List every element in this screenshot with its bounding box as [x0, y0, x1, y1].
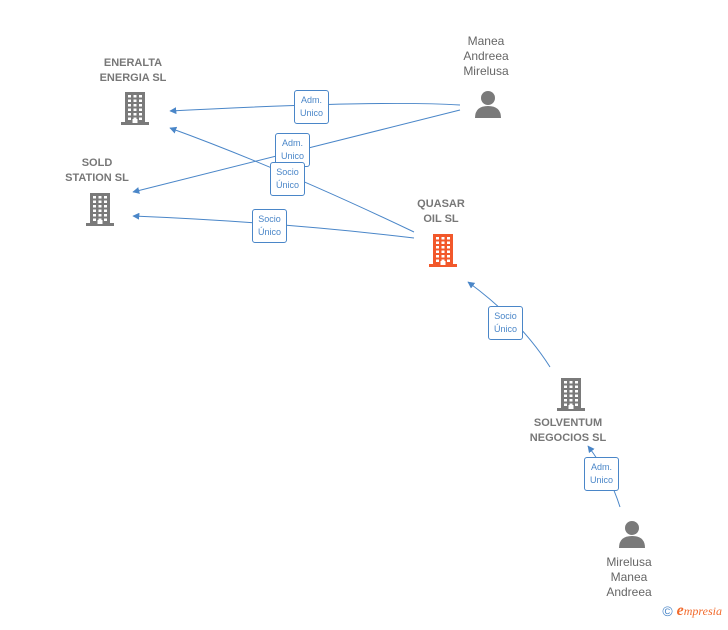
copyright-icon: © — [662, 603, 673, 619]
node-label-manea[interactable]: Manea Andreea Mirelusa — [463, 34, 509, 78]
node-label-mirelusa[interactable]: Mirelusa Manea Andreea — [606, 555, 652, 599]
company-icon-solventum[interactable] — [555, 377, 587, 416]
edge-label-adm-unico[interactable]: Adm. Unico — [584, 457, 620, 491]
node-label-quasar[interactable]: QUASAR OIL SL — [417, 198, 465, 225]
node-label-sold[interactable]: SOLD STATION SL — [65, 157, 129, 184]
edge-label-adm-unico[interactable]: Adm. Unico — [275, 133, 311, 167]
edge-label-socio-unico[interactable]: Socio Único — [252, 209, 288, 243]
company-icon-sold[interactable] — [84, 192, 116, 231]
person-icon — [475, 91, 501, 118]
person-icon-mirelusa[interactable] — [617, 519, 647, 554]
company-icon-quasar[interactable] — [427, 233, 459, 272]
person-icon-manea[interactable] — [473, 89, 503, 124]
edge-manea-to-eneralta — [169, 102, 461, 115]
company-icon-eneralta[interactable] — [119, 91, 151, 130]
footer-brand: © empresia — [662, 602, 722, 620]
edge-label-socio-unico[interactable]: Socio Único — [488, 306, 524, 340]
node-label-eneralta[interactable]: ENERALTA ENERGIA SL — [99, 57, 167, 84]
brand-logo: empresia — [676, 602, 722, 619]
person-icon — [619, 521, 645, 548]
edge-label-adm-unico[interactable]: Adm. Unico — [294, 90, 330, 124]
node-label-solventum[interactable]: SOLVENTUM NEGOCIOS SL — [529, 417, 607, 444]
edge-label-socio-unico[interactable]: Socio Único — [270, 162, 306, 196]
